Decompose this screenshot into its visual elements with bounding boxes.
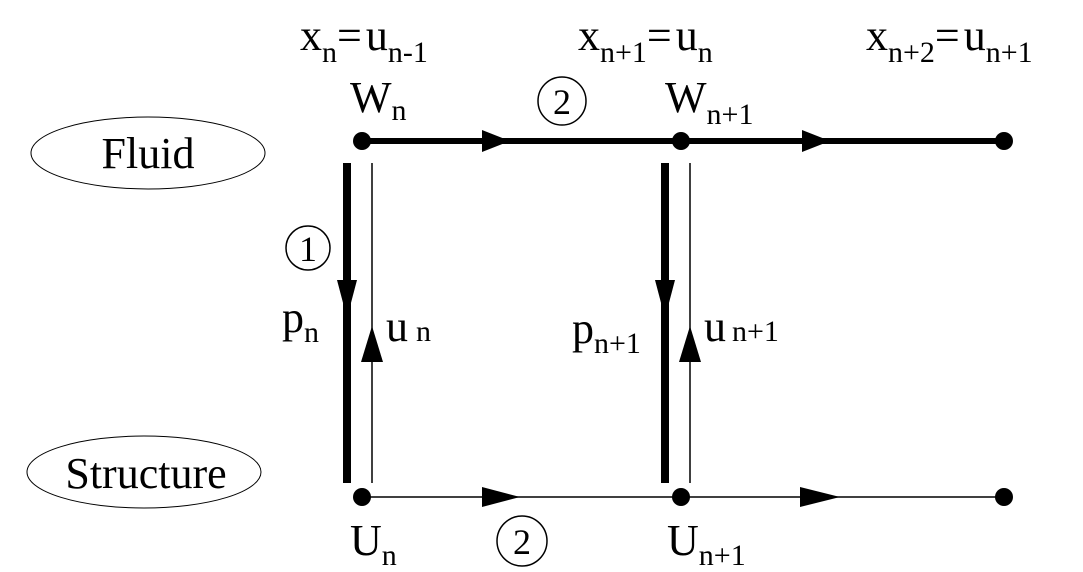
- fluid-node-label-n: Wn: [350, 73, 407, 127]
- structure-arrow-1: [482, 487, 520, 507]
- step-1-marker: [285, 225, 331, 271]
- equation-3: xn+2=un+1: [866, 11, 1033, 69]
- fluid-node-n: [353, 132, 371, 150]
- step-2-top-label: 2: [553, 82, 571, 122]
- pressure-arrow-n1: [655, 280, 675, 318]
- pressure-label-n: pn: [282, 293, 319, 349]
- equation-1: xn=un-1: [300, 11, 428, 69]
- step-2-bottom-label: 2: [513, 522, 531, 562]
- fluid-node-n2: [995, 132, 1013, 150]
- fluid-ellipse: [30, 116, 266, 190]
- structure-node-label-n: Un: [350, 516, 397, 572]
- fluid-arrow-2: [802, 130, 830, 152]
- structure-node-label-n1: Un+1: [667, 516, 746, 572]
- step-1-label: 1: [299, 229, 317, 269]
- fluid-arrow-1: [482, 130, 510, 152]
- structure-node-n1: [672, 488, 690, 506]
- structure-arrow-2: [800, 487, 840, 507]
- fluid-node-n1: [672, 132, 690, 150]
- step-2-bottom-marker: [496, 515, 548, 567]
- displacement-arrow-n: [361, 326, 383, 362]
- step-2-top-marker: [537, 76, 587, 126]
- structure-label: Structure: [65, 449, 226, 498]
- structure-node-n: [353, 488, 371, 506]
- pressure-arrow-n: [337, 280, 357, 318]
- fluid-label: Fluid: [102, 129, 195, 178]
- displacement-arrow-n1: [679, 326, 701, 362]
- equation-2: xn+1=un: [578, 11, 713, 69]
- pressure-label-n1: pn+1: [572, 304, 641, 360]
- fluid-node-label-n1: Wn+1: [665, 73, 753, 131]
- structure-node-n2: [995, 488, 1013, 506]
- structure-ellipse: [26, 435, 262, 509]
